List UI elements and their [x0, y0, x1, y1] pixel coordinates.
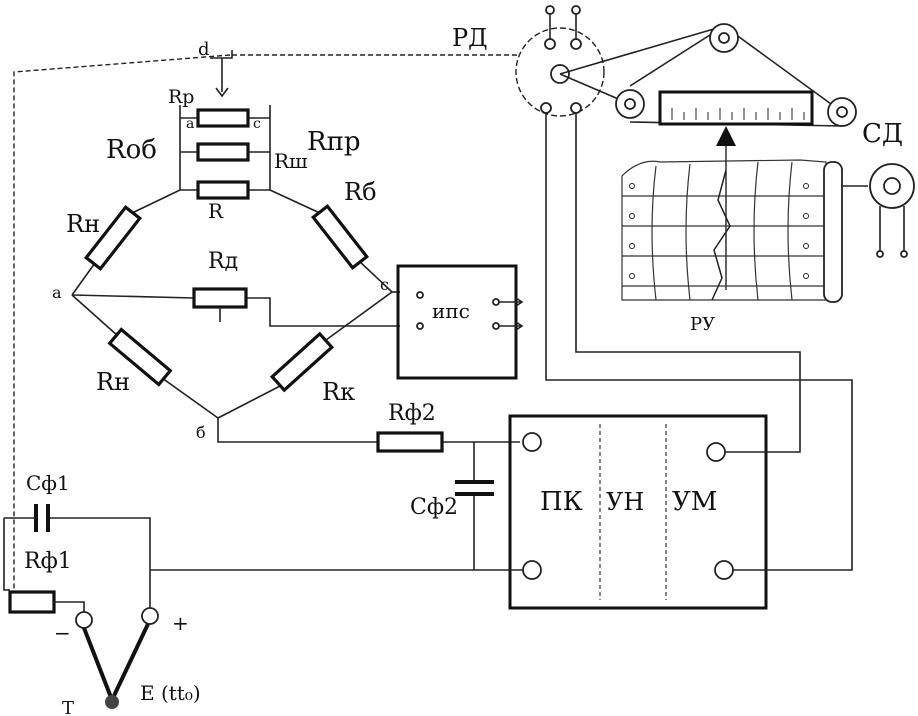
arm-rk [217, 291, 393, 419]
resistor-rd [192, 287, 248, 309]
top-pulley-hub [718, 32, 730, 44]
resistor-rsh [196, 142, 250, 162]
scale [658, 90, 814, 126]
ips-terminal [492, 298, 500, 306]
wire-left-lower [3, 518, 10, 591]
label-a-node: a [52, 283, 62, 302]
rd-leads [549, 12, 577, 40]
amp-output-terminal [706, 442, 726, 462]
ips-outputs [499, 301, 522, 327]
label-minus: − [54, 621, 71, 645]
resistor-rn-bottom [107, 327, 173, 387]
label-cf2: Сф2 [410, 495, 458, 520]
label-r: R [208, 199, 224, 223]
amp-input-terminal [522, 560, 542, 580]
ips-terminal [416, 322, 424, 330]
wire-um-rd-2 [545, 110, 853, 571]
ips-terminal [492, 322, 500, 330]
label-rb: Rб [344, 178, 377, 206]
arm-rn-bottom [71, 294, 219, 419]
capacitor-cf1 [34, 504, 50, 532]
label-un: УН [606, 488, 644, 516]
chart-roller [823, 161, 843, 303]
chart-sprocket-holes [629, 183, 809, 279]
wire-rd [71, 294, 400, 327]
label-plus: + [172, 611, 189, 635]
resistor-rb [310, 203, 370, 271]
wire-b-rf2 [217, 418, 520, 443]
label-c-node: c [380, 275, 389, 294]
resistor-rp [196, 108, 250, 128]
sd-lead-end [876, 250, 884, 258]
rd-terminal [540, 102, 552, 114]
label-rp: Rp [168, 86, 194, 108]
wire-rf1 [54, 601, 85, 614]
label-b-node: б [196, 423, 206, 442]
sd-motor-hub [883, 177, 901, 195]
chart-hlines [622, 195, 826, 287]
label-rsh: Rш [274, 149, 308, 173]
label-a-top: a [186, 116, 194, 132]
wire-um-rd [575, 110, 801, 453]
label-pk: ПК [540, 487, 583, 517]
arm-rb [269, 189, 393, 293]
thermocouple [82, 623, 150, 706]
label-rd: Rд [208, 249, 238, 274]
chart-vlines [651, 161, 793, 301]
amplifier-box [508, 414, 768, 610]
chart-trace [711, 169, 731, 301]
sd-leads [879, 206, 905, 252]
label-rk: Rк [322, 378, 355, 406]
label-cf1: Сф1 [26, 471, 70, 495]
left-supply-wire [13, 54, 231, 590]
label-rob: Rоб [106, 135, 157, 165]
amp-input-terminal [522, 432, 542, 452]
label-sd: СД [862, 119, 903, 149]
label-rf2: Rф2 [388, 401, 436, 426]
sd-lead-end [900, 250, 908, 258]
resistor-rf1 [8, 590, 56, 614]
left-pulley-hub [624, 98, 636, 110]
rd-terminal [570, 102, 582, 114]
wire-cf1 [4, 517, 151, 608]
resistor-rk [269, 331, 335, 393]
resistor-rn-top [83, 204, 143, 272]
thermocouple-junction [105, 695, 119, 709]
rd-terminal [544, 38, 556, 50]
right-pulley-hub [836, 106, 848, 118]
slider-d [210, 50, 233, 92]
label-d: d [198, 39, 210, 60]
label-ips: ипс [432, 299, 470, 323]
resistor-rf2 [376, 431, 444, 453]
amp-output-terminal [714, 560, 734, 580]
rd-terminal [570, 38, 582, 50]
capacitor-cf2 [455, 480, 494, 496]
pointer [716, 126, 736, 146]
ips-output-arrows [515, 297, 524, 331]
label-rpr: Rпр [307, 127, 361, 157]
tc-terminal-minus [75, 611, 93, 629]
label-rf1: Rф1 [24, 549, 72, 574]
slider-arrow [215, 87, 229, 98]
rd-lead-end [545, 5, 555, 15]
ips-terminal [416, 291, 424, 299]
scale-ticks [671, 108, 805, 120]
label-rn-bottom: Rн [96, 368, 130, 396]
rd-motor [515, 27, 605, 117]
group-rails [179, 105, 271, 190]
tc-terminal-plus [141, 607, 159, 625]
label-ru: РУ [690, 314, 715, 335]
label-rn-top: Rн [66, 210, 100, 238]
label-um: УМ [672, 487, 717, 517]
resistor-r [196, 180, 250, 200]
label-rd-motor: РД [452, 24, 488, 52]
label-t: Т [62, 698, 74, 716]
label-c-top: c [253, 116, 261, 132]
rd-lead-end [571, 5, 581, 15]
label-e: Е (tt₀) [140, 681, 201, 705]
